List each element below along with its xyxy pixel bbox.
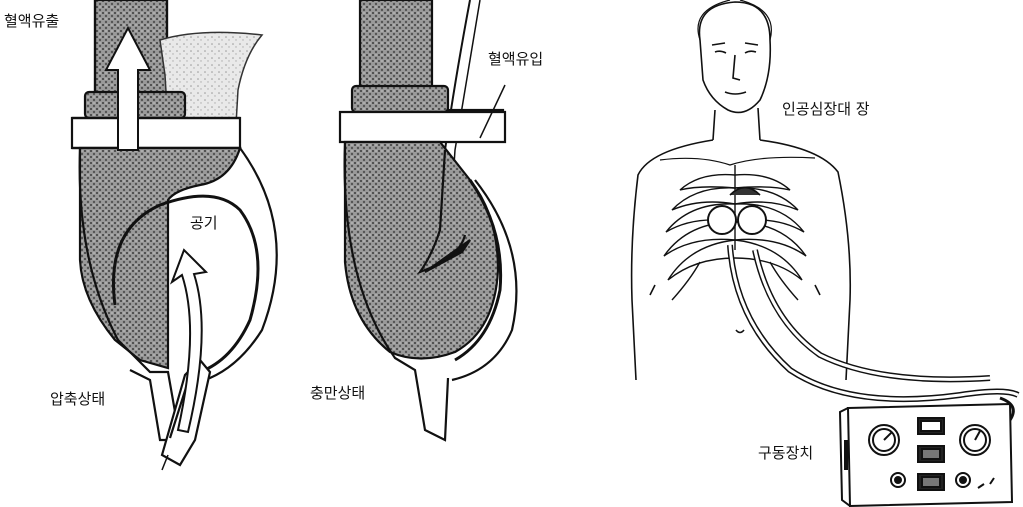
label-filled-state: 충만상태 [310,386,365,401]
patient-drawing [632,0,1018,420]
drive-unit-drawing [840,404,1012,506]
label-implant-site: 인공심장대 장 [782,102,870,117]
label-drive-unit: 구동장치 [758,446,813,461]
label-air: 공기 [190,216,218,231]
label-blood-inflow: 혈액유입 [488,52,543,67]
label-compressed-state: 압축상태 [50,392,105,407]
label-blood-outflow: 혈액유출 [4,14,59,29]
